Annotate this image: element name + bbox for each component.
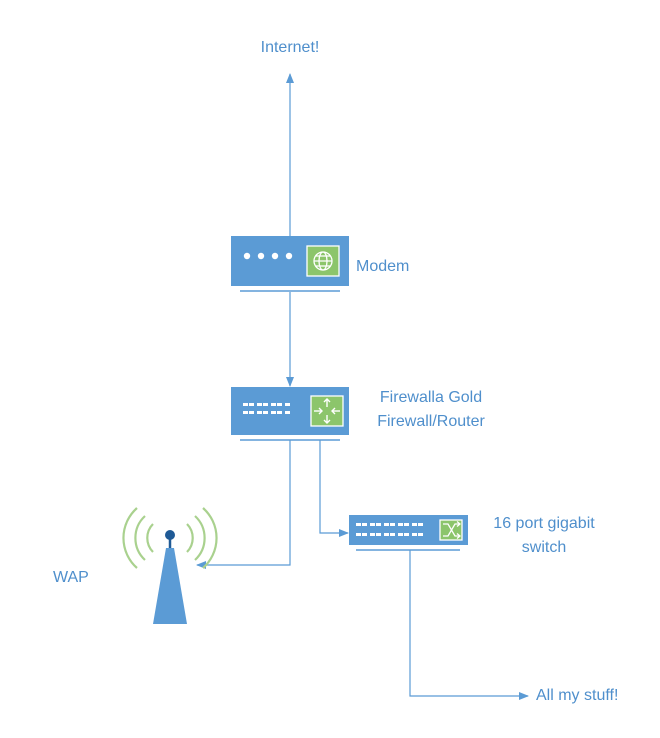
label-stuff: All my stuff! [536,687,618,704]
label-wap: WAP [53,569,89,586]
label-internet: Internet! [261,39,320,56]
label-firewall-name: Firewalla Gold [380,389,482,406]
edge-firewall-wap [196,440,291,569]
edge-switch-stuff [409,550,529,700]
label-modem: Modem [356,258,409,275]
label-switch-line2: switch [522,539,566,556]
edge-firewall-switch [319,440,349,537]
modem-icon [231,236,349,292]
label-switch-line1: 16 port gigabit [493,515,595,532]
router-icon [231,387,349,441]
label-firewall-role: Firewall/Router [377,413,485,430]
switch-icon [349,515,468,551]
antenna-icon [122,507,218,624]
